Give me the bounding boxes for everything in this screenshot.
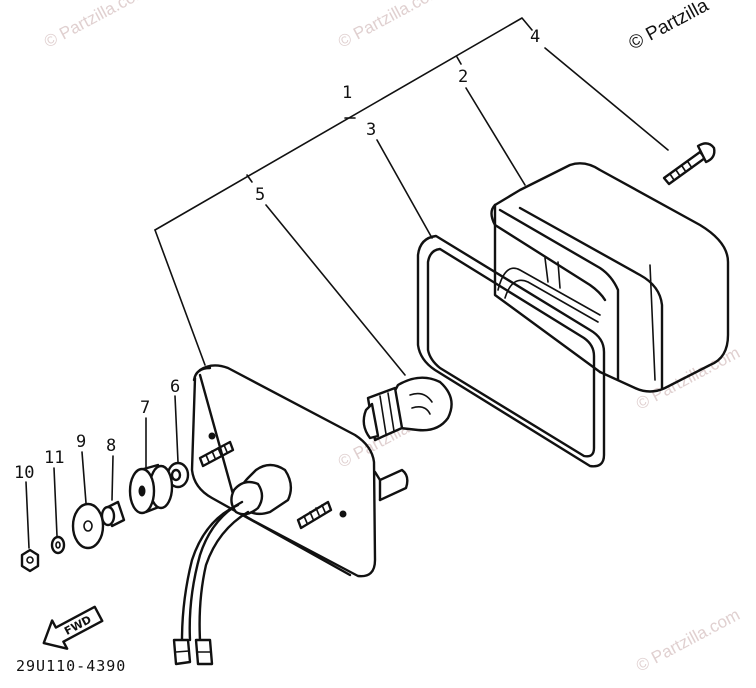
leader-lines [265, 47, 669, 376]
callout-1: 1 [342, 83, 352, 103]
leader-line-2 [465, 87, 526, 186]
washer [71, 502, 105, 550]
watermark: © Partzilla.com [335, 0, 445, 52]
callout-6: 6 [170, 377, 180, 397]
leader-line-3 [376, 139, 433, 239]
watermark: © Partzilla.com [633, 605, 743, 676]
grommet [128, 463, 174, 515]
assembly-bracket [154, 17, 533, 366]
fwd-arrow: FWD [42, 605, 104, 650]
callout-3: 3 [366, 120, 376, 140]
screw [662, 142, 716, 186]
watermarks: © Partzilla.com © Partzilla.com © Partzi… [41, 0, 743, 676]
callout-5: 5 [255, 185, 265, 205]
studs [198, 440, 333, 530]
lock-washer [166, 461, 190, 489]
watermark: © Partzilla.com [633, 343, 743, 414]
callout-7: 7 [140, 398, 150, 418]
brand-mark: © Partzilla [625, 0, 712, 54]
leader-line-5 [265, 204, 406, 376]
leader-line-4 [544, 47, 669, 151]
callout-2: 2 [458, 67, 468, 87]
hardware-leaders [25, 395, 179, 549]
watermark: © Partzilla.com [41, 0, 151, 52]
socket-and-wires [172, 463, 293, 666]
callout-4: 4 [530, 27, 540, 47]
collar [100, 500, 126, 528]
spring-washer [50, 535, 66, 555]
nut [20, 548, 40, 573]
callout-labels: 1 2 3 4 5 6 7 8 9 10 11 [14, 27, 540, 483]
callout-11: 11 [44, 448, 64, 468]
bulb [362, 376, 453, 442]
lens-housing [490, 162, 730, 393]
callout-8: 8 [106, 436, 116, 456]
gasket [416, 234, 606, 468]
diagram-code: 29U110-4390 [16, 657, 126, 675]
callout-10: 10 [14, 463, 34, 483]
base-plate [190, 364, 409, 578]
callout-9: 9 [76, 432, 86, 452]
